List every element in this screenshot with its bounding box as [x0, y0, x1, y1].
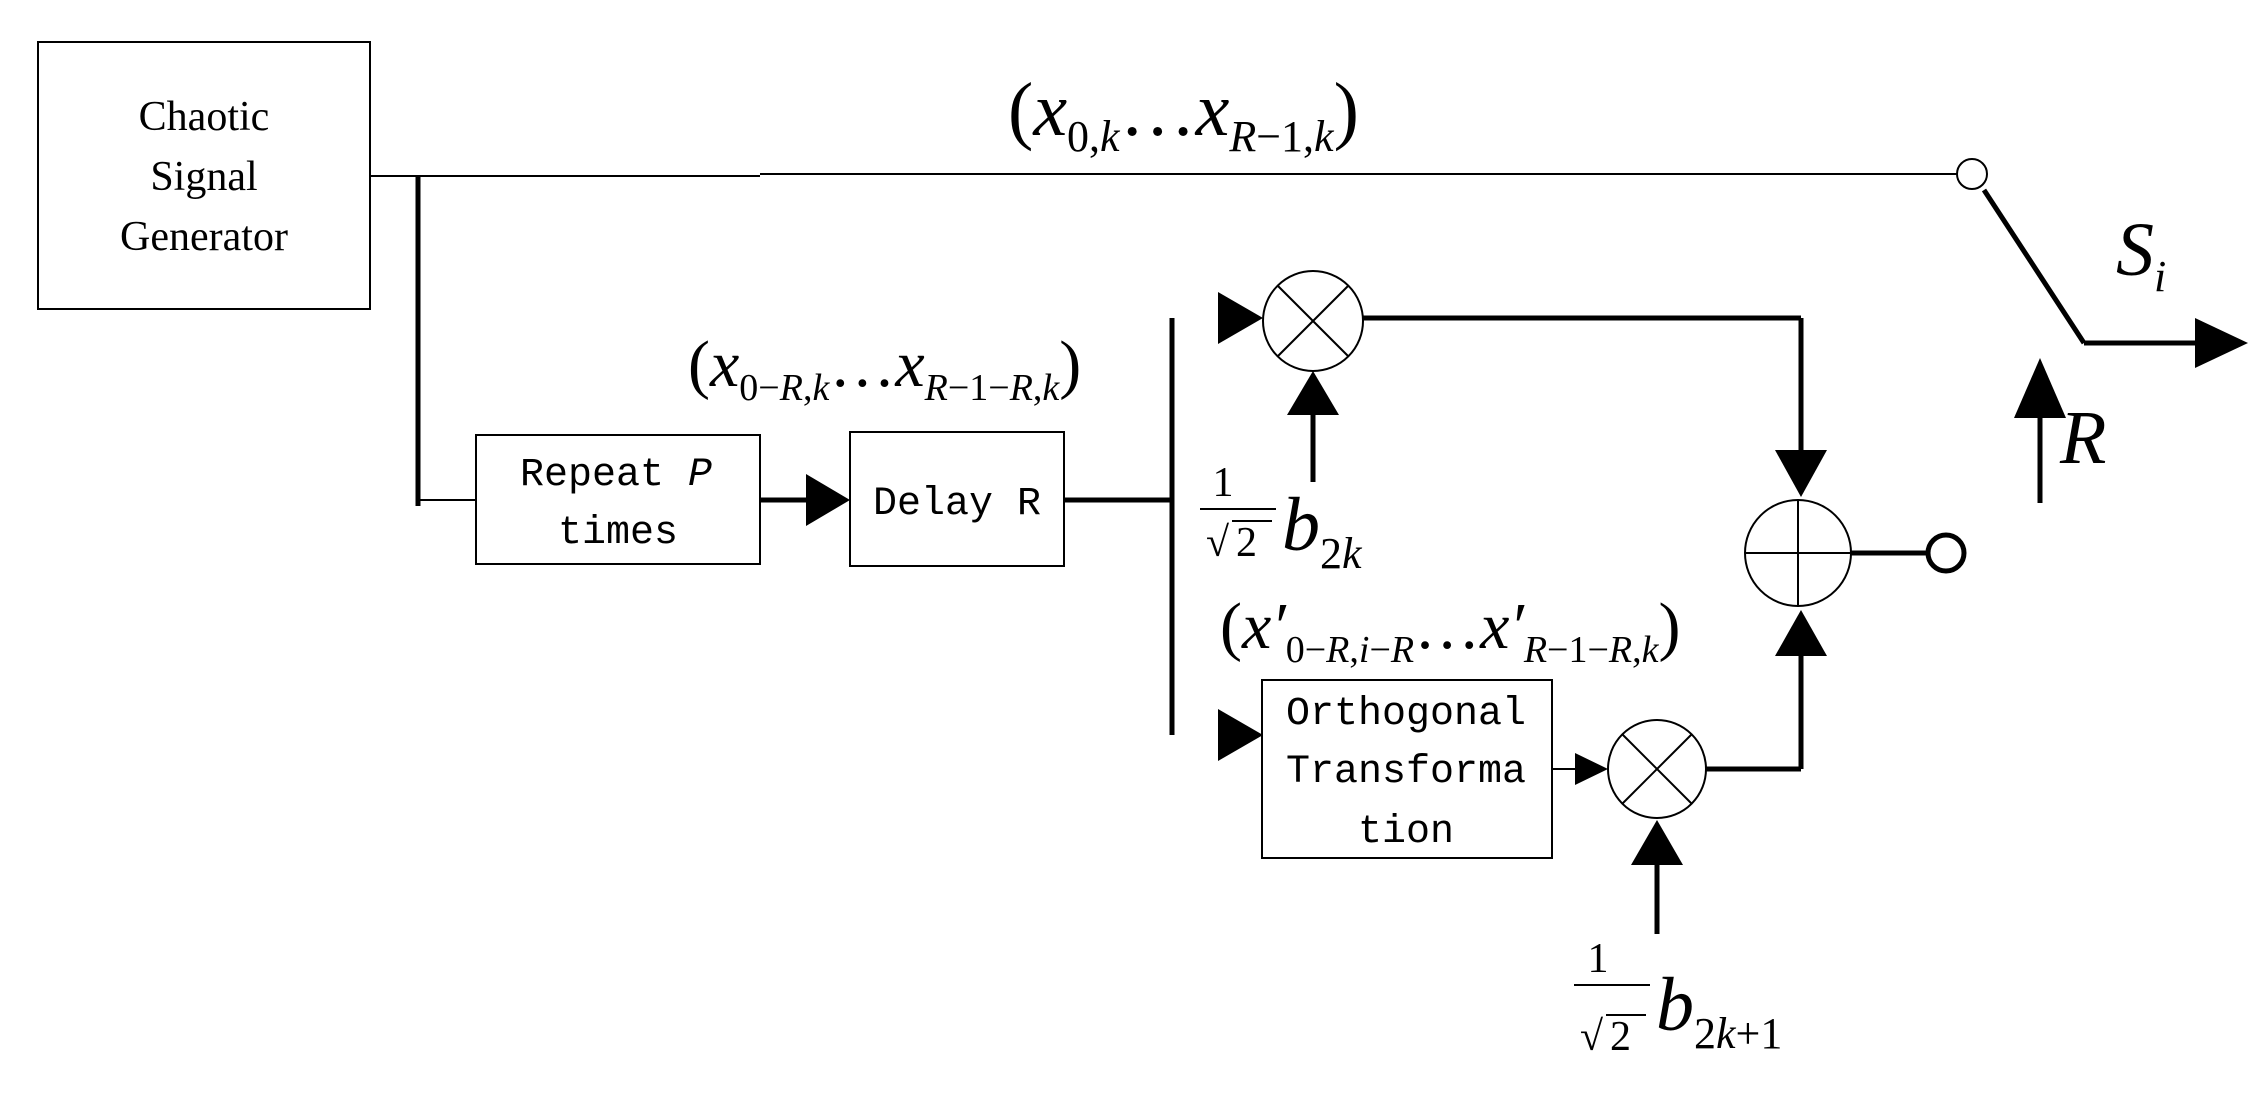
- coef-upper-expression: b2k: [1282, 483, 1363, 578]
- generator-label-line-1: Chaotic: [139, 94, 270, 140]
- delay-block: Delay R: [849, 431, 1065, 567]
- delay-label: Delay R: [873, 482, 1041, 527]
- coef-upper-denominator: 2: [1236, 520, 1257, 566]
- coef-lower-numerator: 1: [1588, 936, 1609, 982]
- top-signal-label: (x0,k…xR−1,k): [1008, 68, 1359, 161]
- lower-coefficient-label: 1 √ 2 b2k+1: [1574, 936, 1782, 1060]
- adder: [1744, 499, 1852, 607]
- switch-contact-terminal: [1956, 158, 1988, 190]
- repeat-label-line-2: times: [558, 511, 678, 556]
- adder-output-terminal: [1925, 532, 1967, 574]
- coef-upper-numerator: 1: [1213, 460, 1234, 506]
- generator-label-line-2: Signal: [150, 154, 257, 200]
- output-label: Si: [2116, 208, 2166, 301]
- generator-label-line-3: Generator: [120, 214, 288, 260]
- arrow-into-adder-top: [1775, 450, 1827, 497]
- repeat-block: Repeat P times: [475, 434, 761, 565]
- upper-coefficient-label: 1 √ 2 b2k: [1200, 460, 1363, 578]
- orthogonal-transformation-block: Orthogonal Transforma tion: [1261, 679, 1553, 859]
- arrow-into-lower-multiplier: [1575, 753, 1608, 785]
- arrow-into-orthogonal: [1218, 709, 1263, 761]
- arrow-into-adder-bottom: [1775, 610, 1827, 656]
- lower-multiplier: [1607, 719, 1707, 819]
- arrow-coef-lower: [1631, 820, 1683, 865]
- coef-lower-radical: √: [1580, 1014, 1604, 1060]
- arrow-coef-upper: [1287, 371, 1339, 415]
- orthogonal-output-label: (x′0−R,i−R…x′R−1−R,k): [1220, 590, 1681, 671]
- delay-input-label: (x0−R,k…xR−1−R,k): [688, 328, 1081, 409]
- upper-multiplier: [1262, 270, 1364, 372]
- arrow-into-upper-multiplier: [1218, 292, 1263, 344]
- repeat-label-line-1: Repeat P: [520, 453, 712, 498]
- coef-lower-denominator: 2: [1610, 1014, 1631, 1060]
- signal-wires: [370, 173, 2195, 934]
- arrowheads: [806, 292, 2248, 865]
- arrow-switch-rate: [2014, 358, 2066, 418]
- switch-rate-label: R: [2059, 396, 2106, 480]
- orthogonal-label-line-2: Transforma: [1286, 750, 1526, 795]
- arrow-into-delay: [806, 474, 850, 526]
- arrow-output: [2195, 318, 2248, 368]
- orthogonal-label-line-3: tion: [1358, 810, 1454, 855]
- chaotic-signal-generator-block: Chaotic Signal Generator: [37, 41, 371, 310]
- coef-upper-radical: √: [1206, 520, 1230, 566]
- coef-lower-expression: b2k+1: [1656, 963, 1782, 1058]
- orthogonal-label-line-1: Orthogonal: [1286, 692, 1526, 737]
